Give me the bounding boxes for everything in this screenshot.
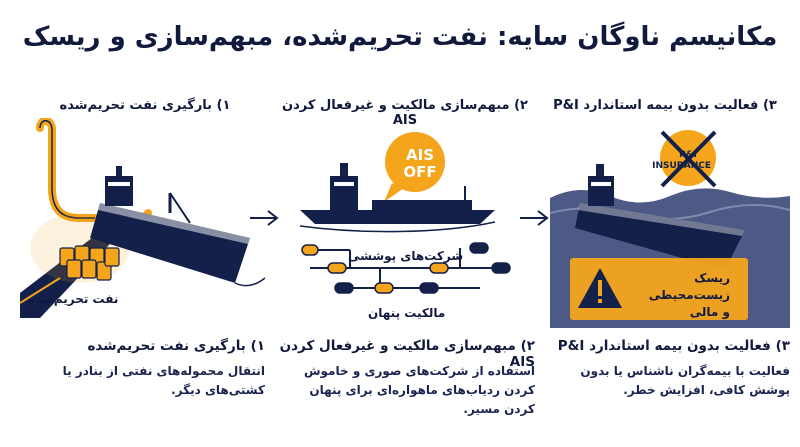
step3-caption-body: فعالیت با بیمه‌گران ناشناس یا بدون پوشش … [580, 364, 790, 397]
oil-barrels-icon [59, 245, 120, 281]
tanker-icon [90, 166, 266, 287]
ais-off-badge-icon [384, 132, 445, 202]
step3-heading: ۳) فعالیت بدون بیمه استاندارد P&I [553, 98, 777, 113]
tanker-icon [299, 163, 496, 233]
shell-companies-label: شرکت‌های پوششی [348, 249, 464, 263]
page-title: مکانیسم ناوگان سایه: نفت تحریم‌شده، مبهم… [22, 22, 778, 52]
tanker-loading-illustration [20, 118, 270, 318]
pi-insurance-label: P&I INSURANCE [652, 150, 711, 171]
no-insurance-stamp-icon [660, 130, 717, 188]
uninsured-illustration [550, 130, 790, 328]
risk-label: ریسک زیست‌محیطی و مالی [648, 271, 730, 319]
network-icon [301, 242, 511, 294]
obfuscation-illustration [299, 132, 511, 294]
step2-heading: ۲) مبهم‌سازی مالکیت و غیرفعال کردن AIS [282, 98, 528, 128]
hidden-ownership-label: مالکیت پنهان [368, 306, 446, 320]
step1-caption-body: انتقال محموله‌های نفتی از بنادر یا کشتی‌… [62, 364, 265, 397]
step2-caption-body: استفاده از شرکت‌های صوری و خاموش کردن رد… [303, 364, 535, 416]
step3-caption-title: ۳) فعالیت بدون بیمه استاندارد P&I [557, 338, 790, 354]
ais-off-label: AIS OFF [403, 146, 437, 181]
warning-icon [570, 258, 748, 320]
step1-caption-title: ۱) بارگیری نفت تحریم‌شده [87, 338, 265, 354]
step1-heading: ۱) بارگیری نفت تحریم‌شده [59, 98, 231, 113]
sanctioned-oil-label: نفت تحریم‌شده [28, 292, 119, 306]
arrow-right-icon [520, 210, 549, 226]
tanker-icon [575, 164, 745, 270]
step2-caption-title: ۲) مبهم‌سازی مالکیت و غیرفعال کردن AIS [279, 338, 535, 370]
arrow-right-icon [250, 210, 279, 226]
